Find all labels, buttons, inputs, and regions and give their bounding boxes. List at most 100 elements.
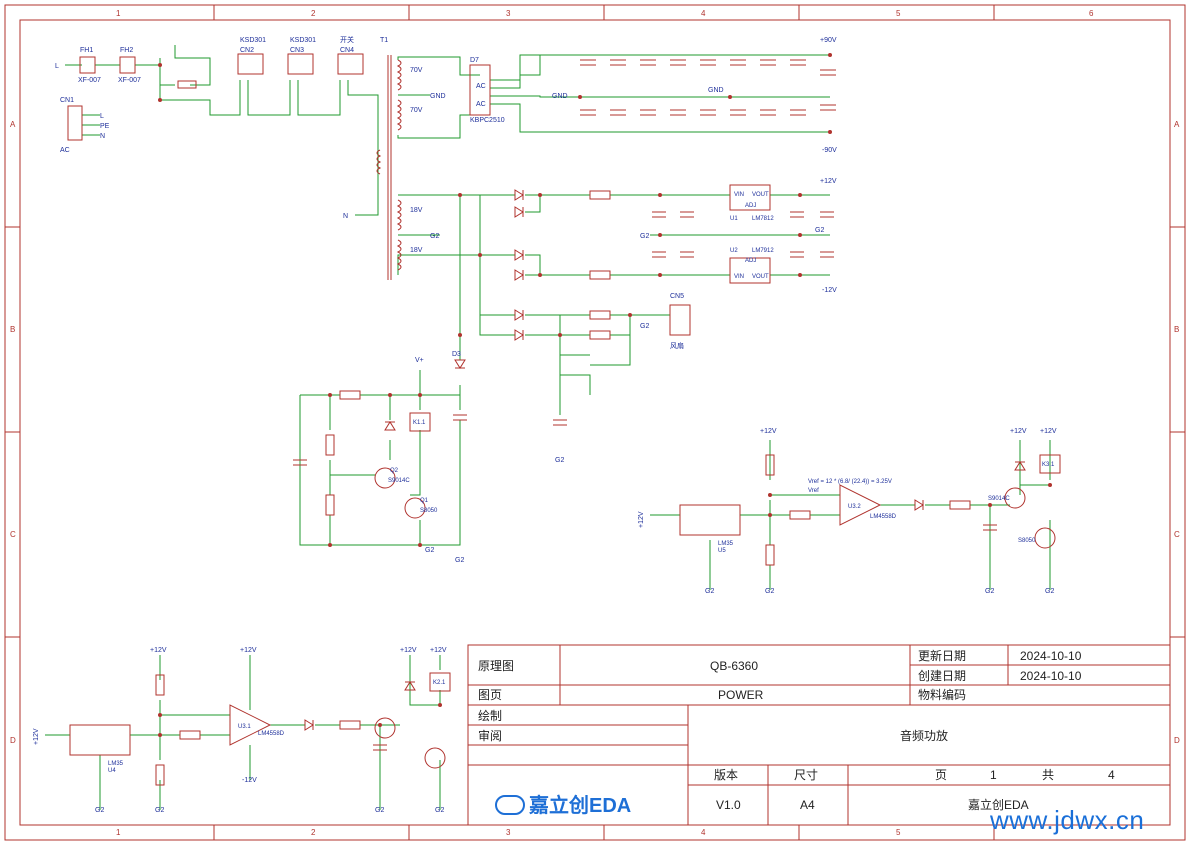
jlc-eda-logo: 嘉立创EDA bbox=[495, 789, 631, 818]
cloud-icon bbox=[495, 794, 525, 815]
label-k31: K3.1 bbox=[1042, 462, 1055, 468]
col-label: 2 bbox=[311, 828, 316, 837]
label-s9014-left: S9014C bbox=[388, 478, 410, 484]
label-cn3: CN3 bbox=[290, 47, 304, 54]
row-label: A bbox=[1174, 120, 1180, 129]
label-p12-mid: +12V bbox=[760, 428, 777, 435]
row-label: A bbox=[10, 120, 16, 129]
label-cn4: CN4 bbox=[340, 47, 354, 54]
label-pe: PE bbox=[100, 123, 110, 130]
label-lm7912: LM7912 bbox=[752, 248, 774, 254]
label-lm35b: LM35 bbox=[108, 761, 124, 767]
label-q1: Q1 bbox=[420, 498, 429, 504]
label-t1: T1 bbox=[380, 37, 388, 44]
label-70v-b: 70V bbox=[410, 107, 423, 114]
col-label: 6 bbox=[1089, 9, 1094, 18]
label-n: N bbox=[100, 133, 105, 140]
label-cn1: CN1 bbox=[60, 97, 74, 104]
label-s9014-right: S9014C bbox=[988, 496, 1010, 502]
label-s8050-left: S8050 bbox=[420, 508, 438, 514]
row-label: B bbox=[10, 325, 15, 334]
label-d7: D7 bbox=[470, 57, 479, 64]
tb-schematic-label: 原理图 bbox=[478, 659, 514, 673]
component-labels: FH1 FH2 XF-007 XF-007 CN1 AC L L PE N N … bbox=[33, 35, 1057, 814]
tb-page-num: 1 bbox=[990, 768, 997, 782]
label-g2-r9: G2 bbox=[155, 807, 164, 814]
label-g2-drv2: G2 bbox=[455, 557, 464, 564]
label-u2: U2 bbox=[730, 248, 738, 254]
label-vout1: VOUT bbox=[752, 192, 769, 198]
label-n12-u3: -12V bbox=[242, 777, 257, 784]
logo-text: 嘉立创EDA bbox=[529, 795, 632, 817]
label-ksd2: KSD301 bbox=[290, 37, 316, 44]
components bbox=[67, 53, 1061, 786]
label-p12-k3: +12V bbox=[1040, 428, 1057, 435]
tb-project: 音频功放 bbox=[900, 728, 948, 743]
label-xf2: XF-007 bbox=[118, 77, 141, 84]
title-block bbox=[467, 644, 1171, 826]
label-formula1: Vref = 12 * (6.8/ (22.4)) = 3.25V bbox=[808, 479, 892, 485]
label-p12-d13: +12V bbox=[1010, 428, 1027, 435]
tb-version-label: 版本 bbox=[714, 768, 738, 782]
label-gnd-cap2: GND bbox=[708, 87, 724, 94]
label-u4: U4 bbox=[108, 768, 116, 774]
label-vplus: V+ bbox=[415, 357, 424, 364]
label-g2-t: G2 bbox=[430, 233, 439, 240]
label-ac2: AC bbox=[476, 101, 486, 108]
label-ksd1: KSD301 bbox=[240, 37, 266, 44]
label-lm4558b: LM4558D bbox=[258, 731, 285, 737]
tb-total: 4 bbox=[1108, 768, 1115, 782]
label-p12-u3: +12V bbox=[240, 647, 257, 654]
label-k21: K2.1 bbox=[433, 680, 446, 686]
label-p12-bl: +12V bbox=[150, 647, 167, 654]
label-adj2: ADJ bbox=[745, 258, 756, 264]
tb-page-label: 图页 bbox=[478, 688, 502, 702]
label-n90: -90V bbox=[822, 147, 837, 154]
col-label: 2 bbox=[311, 9, 316, 18]
label-u3a: U3.1 bbox=[238, 724, 251, 730]
label-lm4558a: LM4558D bbox=[870, 514, 897, 520]
col-label: 3 bbox=[506, 9, 511, 18]
row-label: C bbox=[10, 530, 16, 539]
label-vin2: VIN bbox=[734, 274, 744, 280]
label-p12-k2: +12V bbox=[430, 647, 447, 654]
col-label: 5 bbox=[896, 828, 901, 837]
label-s8050-right: S8050 bbox=[1018, 538, 1036, 544]
label-g2-c1: G2 bbox=[375, 807, 384, 814]
tb-size-value: A4 bbox=[800, 798, 815, 812]
label-gnd-cap: GND bbox=[552, 93, 568, 100]
label-xf1: XF-007 bbox=[78, 77, 101, 84]
label-g2-drv: G2 bbox=[425, 547, 434, 554]
label-q2: Q2 bbox=[390, 468, 399, 474]
label-vin1: VIN bbox=[734, 192, 744, 198]
label-n12: -12V bbox=[822, 287, 837, 294]
tb-page-value: POWER bbox=[718, 688, 764, 702]
label-ac1: AC bbox=[476, 83, 486, 90]
label-fan: 风扇 bbox=[670, 341, 684, 350]
col-label: 5 bbox=[896, 9, 901, 18]
label-kbpc: KBPC2510 bbox=[470, 117, 505, 124]
label-u5: U5 bbox=[718, 548, 726, 554]
junctions bbox=[158, 53, 1052, 737]
label-fh1: FH1 bbox=[80, 47, 93, 54]
label-switch: 开关 bbox=[340, 35, 354, 44]
tb-page-num-label: 页 bbox=[935, 768, 947, 782]
label-l: L bbox=[100, 113, 104, 120]
col-label: 4 bbox=[701, 828, 706, 837]
label-n-in: N bbox=[343, 213, 348, 220]
label-g2-r15: G2 bbox=[765, 588, 774, 595]
label-p12-d11: +12V bbox=[400, 647, 417, 654]
col-label: 3 bbox=[506, 828, 511, 837]
tb-update-value: 2024-10-10 bbox=[1020, 649, 1082, 663]
label-u3b: U3.2 bbox=[848, 504, 861, 510]
tb-company: 嘉立创EDA bbox=[968, 797, 1029, 812]
row-label: B bbox=[1174, 325, 1179, 334]
label-18v-b: 18V bbox=[410, 247, 423, 254]
label-ac: AC bbox=[60, 147, 70, 154]
tb-total-label: 共 bbox=[1042, 768, 1054, 782]
tb-schematic-value: QB-6360 bbox=[710, 659, 758, 673]
col-label: 1 bbox=[116, 9, 121, 18]
row-label: D bbox=[1174, 736, 1180, 745]
label-70v-a: 70V bbox=[410, 67, 423, 74]
label-adj1: ADJ bbox=[745, 203, 756, 209]
